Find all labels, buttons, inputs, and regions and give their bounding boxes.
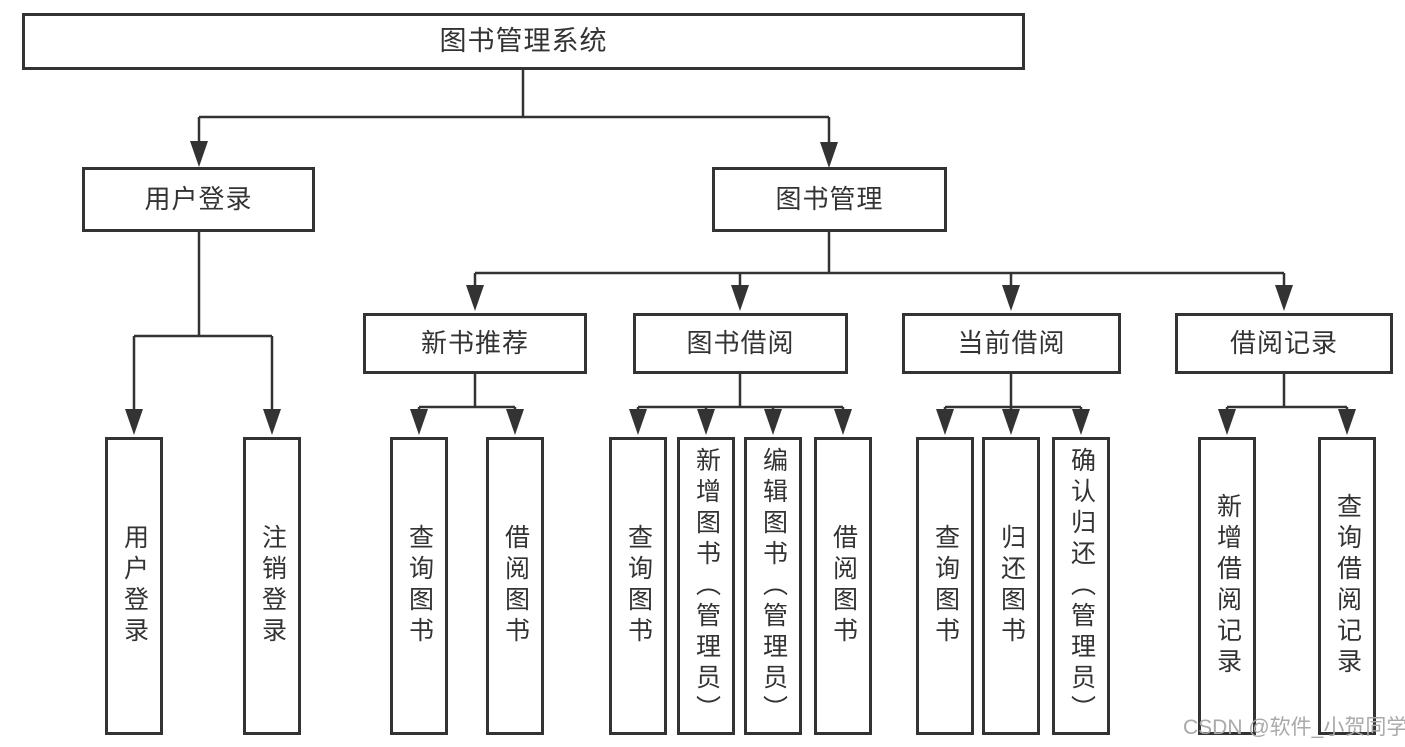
- node-current-borrowing: 当前借阅: [902, 313, 1121, 374]
- leaf-add-borrow-record: 新增借阅记录: [1198, 437, 1256, 735]
- leaf-query-books-current: 查询图书: [916, 437, 974, 735]
- leaf-confirm-return-admin: 确认归还（管理员）: [1052, 437, 1110, 735]
- leaf-borrow-books-recommend: 借阅图书: [486, 437, 544, 735]
- leaf-query-books-borrowing: 查询图书: [609, 437, 667, 735]
- leaf-logout: 注销登录: [243, 437, 301, 735]
- node-borrow-records: 借阅记录: [1175, 313, 1393, 374]
- leaf-user-login: 用户登录: [105, 437, 163, 735]
- node-user-login: 用户登录: [82, 167, 315, 232]
- leaf-query-borrow-record: 查询借阅记录: [1318, 437, 1376, 735]
- csdn-watermark: CSDN @软件_小贺同学: [1183, 716, 1405, 739]
- arrowhead-icons: [125, 141, 1356, 435]
- leaf-add-book-admin: 新增图书（管理员）: [677, 437, 735, 735]
- leaf-return-books: 归还图书: [982, 437, 1040, 735]
- leaf-borrow-books-borrowing: 借阅图书: [814, 437, 872, 735]
- node-book-management: 图书管理: [712, 167, 947, 232]
- node-book-management-system: 图书管理系统: [22, 13, 1025, 70]
- node-book-borrowing: 图书借阅: [633, 313, 848, 374]
- leaf-query-books-recommend: 查询图书: [390, 437, 448, 735]
- node-new-book-recommend: 新书推荐: [363, 313, 587, 374]
- leaf-edit-book-admin: 编辑图书（管理员）: [744, 437, 802, 735]
